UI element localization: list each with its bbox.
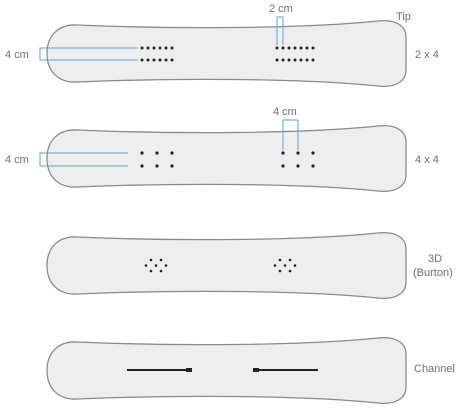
front-insert-group xyxy=(144,258,168,273)
insert-hole xyxy=(170,151,174,155)
insert-hole xyxy=(154,264,158,267)
insert-hole xyxy=(288,258,292,262)
insert-hole xyxy=(140,46,144,50)
width-dimension-bracket xyxy=(39,47,138,61)
insert-hole xyxy=(305,58,309,62)
insert-hole xyxy=(159,258,163,262)
insert-hole xyxy=(155,151,159,155)
board-2x4-outline xyxy=(46,20,407,87)
insert-hole xyxy=(293,58,297,62)
width-dimension-label: 4 cm xyxy=(5,49,29,61)
insert-hole xyxy=(155,164,159,168)
insert-hole xyxy=(287,46,291,50)
insert-hole xyxy=(281,164,285,168)
insert-hole xyxy=(305,46,309,50)
insert-hole xyxy=(158,58,162,62)
insert-hole xyxy=(273,264,277,267)
board-2x4-inserts xyxy=(140,46,315,62)
board-channel-tracks xyxy=(127,368,318,372)
insert-hole xyxy=(281,151,285,155)
insert-hole xyxy=(281,46,285,50)
insert-hole xyxy=(287,58,291,62)
spacing-dimension-bracket xyxy=(276,16,284,45)
insert-hole xyxy=(278,258,282,262)
insert-hole xyxy=(311,151,315,155)
board-4x4-inserts xyxy=(140,151,315,168)
board-channel-outline xyxy=(46,337,407,404)
insert-hole xyxy=(164,46,168,50)
insert-hole xyxy=(140,58,144,62)
insert-hole xyxy=(159,269,163,273)
insert-hole xyxy=(296,164,300,168)
spacing-dimension-bracket xyxy=(282,119,299,150)
insert-hole xyxy=(164,58,168,62)
insert-hole xyxy=(283,264,287,267)
insert-hole xyxy=(296,151,300,155)
insert-hole xyxy=(311,58,315,62)
insert-hole xyxy=(311,46,315,50)
insert-hole xyxy=(149,258,153,262)
board-3d-inserts xyxy=(144,258,297,273)
insert-hole xyxy=(152,58,156,62)
board-4x4: 4 cm 4 cm 4 x 4 xyxy=(5,106,439,192)
board-3d-label-line2: (Burton) xyxy=(413,267,453,279)
front-insert-group xyxy=(140,46,174,62)
spacing-dimension-label: 4 cm xyxy=(273,106,297,118)
insert-hole xyxy=(278,269,282,273)
board-4x4-label: 4 x 4 xyxy=(415,154,439,166)
front-channel-slider xyxy=(186,368,192,372)
insert-hole xyxy=(288,269,292,273)
insert-hole xyxy=(152,46,156,50)
insert-hole xyxy=(170,164,174,168)
board-2x4: 2 cm 4 cm 2 x 4 xyxy=(5,3,439,87)
insert-hole xyxy=(299,46,303,50)
board-3d: 3D (Burton) xyxy=(46,232,453,299)
board-2x4-label: 2 x 4 xyxy=(415,49,439,61)
insert-hole xyxy=(293,264,297,267)
tip-label: Tip xyxy=(396,11,411,23)
insert-hole xyxy=(140,164,144,168)
insert-hole xyxy=(275,46,279,50)
board-3d-label-line1: 3D xyxy=(428,253,442,265)
insert-hole xyxy=(170,58,174,62)
insert-hole xyxy=(170,46,174,50)
board-channel-label: Channel xyxy=(414,363,455,375)
insert-hole xyxy=(146,46,150,50)
insert-hole xyxy=(144,264,148,267)
insert-hole xyxy=(158,46,162,50)
insert-hole xyxy=(311,164,315,168)
insert-hole xyxy=(281,58,285,62)
rear-channel-slider xyxy=(253,368,259,372)
width-dimension-bracket xyxy=(39,152,128,167)
insert-hole xyxy=(146,58,150,62)
board-4x4-outline xyxy=(46,125,407,192)
rear-insert-group xyxy=(275,46,315,62)
board-3d-outline xyxy=(46,232,407,299)
insert-hole xyxy=(140,151,144,155)
insert-hole xyxy=(275,58,279,62)
width-dimension-label: 4 cm xyxy=(5,154,29,166)
insert-hole xyxy=(149,269,153,273)
spacing-dimension-label: 2 cm xyxy=(269,3,293,15)
insert-hole xyxy=(299,58,303,62)
insert-hole xyxy=(164,264,168,267)
rear-insert-group xyxy=(273,258,297,273)
board-channel: Channel xyxy=(46,337,455,404)
insert-hole xyxy=(293,46,297,50)
